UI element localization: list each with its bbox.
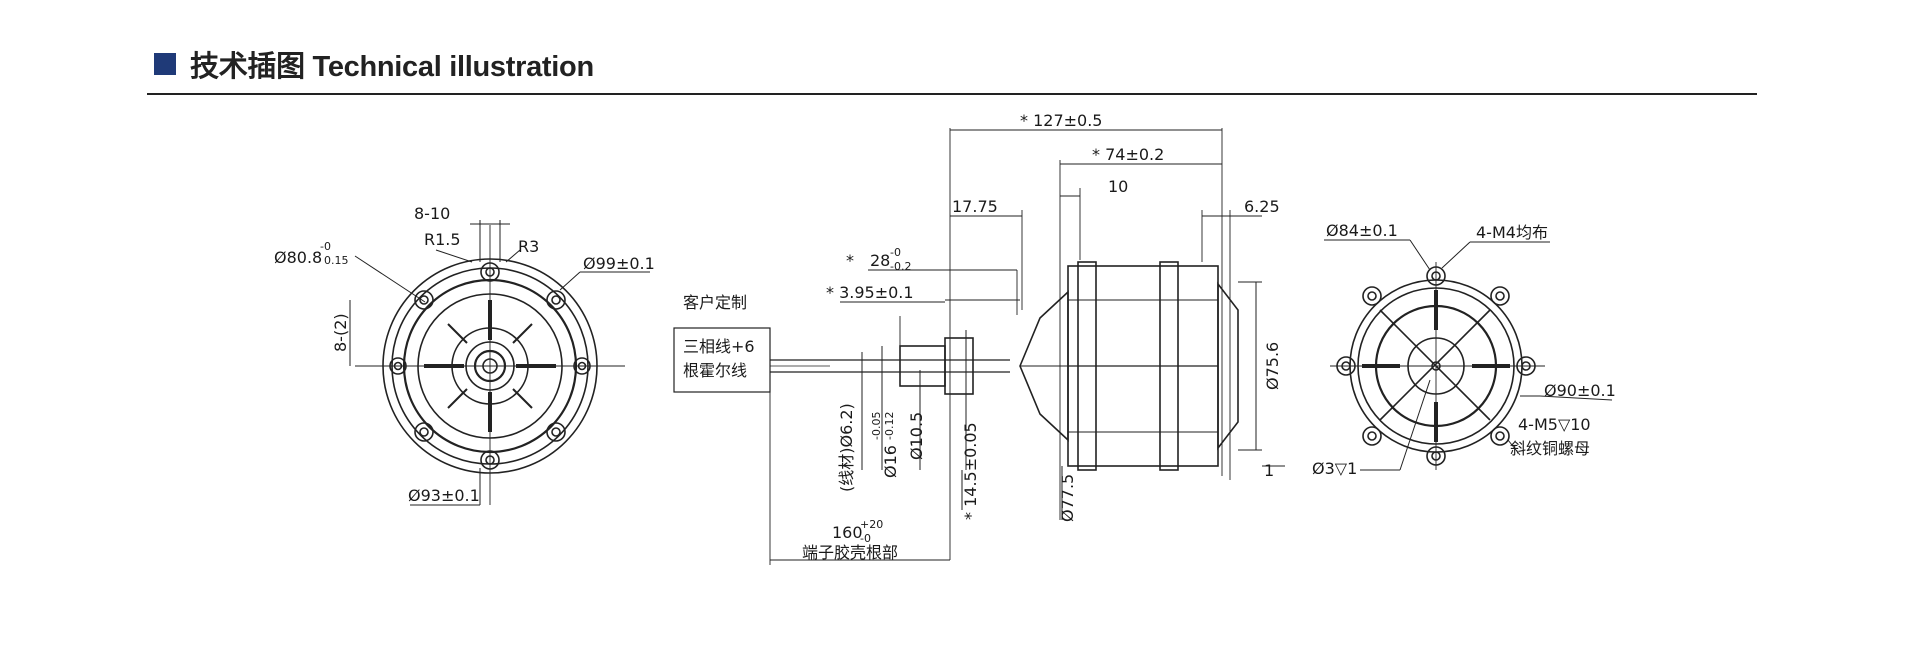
cable-note-title: 客户定制 — [683, 293, 747, 312]
dim-28-star: * — [846, 251, 854, 270]
dim-756-label: Ø75.6 — [1263, 342, 1282, 390]
dim-625-label: 6.25 — [1244, 197, 1280, 216]
section-header: 技术插图 Technical illustration — [154, 44, 594, 84]
dim-wire-label: (线材)Ø6.2) — [837, 403, 856, 492]
nut-label: 斜纹铜螺母 — [1510, 439, 1590, 458]
side-dim-label: 8-(2) — [331, 313, 350, 352]
side-view-labels: * 127±0.5 * 74±0.2 10 17.75 6.25 * 28 -0… — [683, 111, 1282, 562]
dim-28-tol-top: -0 — [890, 246, 901, 259]
d80-label: Ø80.8 — [274, 248, 322, 267]
d93-label: Ø93±0.1 — [408, 486, 480, 505]
r3-label: R3 — [518, 237, 539, 256]
d90-label: Ø90±0.1 — [1544, 381, 1616, 400]
dim-28-tol-bot: -0.2 — [890, 260, 911, 273]
dim-775-label: Ø77.5 — [1058, 474, 1077, 522]
front-view — [349, 220, 650, 506]
d80-tol-bot: 0.15 — [324, 254, 349, 267]
dim-160-label: 160 — [832, 523, 863, 542]
terminal-label: 端子胶壳根部 — [802, 543, 898, 562]
back-view — [1324, 239, 1613, 471]
cable-note-line1: 三相线+6 — [683, 337, 755, 356]
dim-160-tol-bot: -0 — [860, 532, 871, 545]
dim-d105-label: Ø10.5 — [907, 412, 926, 460]
dim-d16-tol-bot: -0.12 — [883, 412, 896, 440]
dim-28-label: 28 — [870, 251, 890, 270]
side-view — [673, 128, 1285, 565]
dim-d16-tol-top: -0.05 — [870, 412, 883, 440]
dim-395-label: * 3.95±0.1 — [826, 283, 914, 302]
dim-160-tol-top: +20 — [860, 518, 883, 531]
dim-1-label: 1 — [1264, 461, 1274, 480]
m4-label: 4-M4均布 — [1476, 223, 1548, 242]
d80-tol-top: -0 — [320, 240, 331, 253]
m5-label: 4-M5▽10 — [1518, 415, 1591, 434]
d3-label: Ø3▽1 — [1312, 459, 1357, 478]
cable-note-line2: 根霍尔线 — [683, 361, 747, 380]
d99-label: Ø99±0.1 — [583, 254, 655, 273]
dim-145-label: * 14.5±0.05 — [961, 422, 980, 520]
back-view-labels: Ø84±0.1 4-M4均布 Ø90±0.1 4-M5▽10 斜纹铜螺母 Ø3▽… — [1312, 221, 1616, 478]
r15-label: R1.5 — [424, 230, 461, 249]
d84-label: Ø84±0.1 — [1326, 221, 1398, 240]
slot-dim-label: 8-10 — [414, 204, 450, 223]
front-view-labels: 8-10 R1.5 R3 Ø80.8 -0 0.15 Ø99±0.1 Ø93±0… — [274, 204, 655, 505]
section-marker-icon — [154, 53, 176, 75]
dim-1775-label: 17.75 — [952, 197, 998, 216]
dim-d16-label: Ø16 — [881, 445, 900, 478]
section-title: 技术插图 Technical illustration — [190, 51, 594, 83]
dim-127-label: * 127±0.5 — [1020, 111, 1102, 130]
dim-74-label: * 74±0.2 — [1092, 145, 1164, 164]
dim-10-label: 10 — [1108, 177, 1128, 196]
header-rule — [147, 93, 1757, 95]
